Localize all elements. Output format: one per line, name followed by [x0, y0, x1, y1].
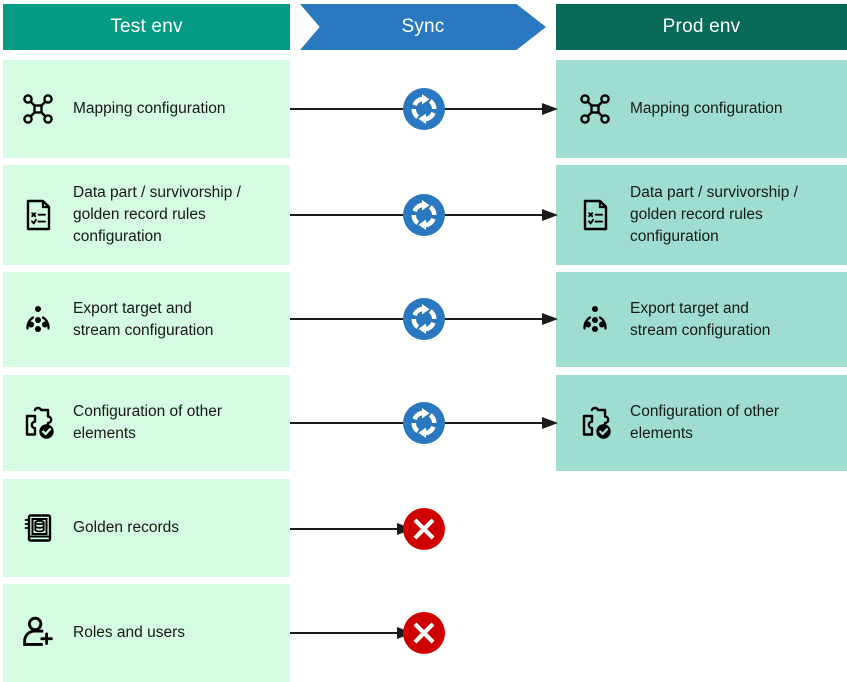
test-env-row-label: Data part / survivorship / golden record… [73, 184, 241, 245]
prod-env-row-label: Mapping configuration [630, 100, 783, 117]
prod-env-row: Data part / survivorship / golden record… [556, 165, 847, 265]
blocked-status-icon[interactable] [402, 507, 446, 551]
export-stream-icon [574, 299, 616, 341]
prod-env-row: Mapping configuration [556, 60, 847, 158]
export-stream-icon [17, 299, 59, 341]
column-header-test-env-label: Test env [110, 16, 183, 37]
prod-env-row: Export target and stream configuration [556, 272, 847, 367]
document-checklist-icon [574, 194, 616, 236]
add-user-icon [17, 612, 59, 654]
column-header-test-env: Test env [3, 4, 290, 50]
blocked-status-icon[interactable] [402, 611, 446, 655]
test-env-row: Golden records [3, 479, 290, 577]
sync-status-icon[interactable] [402, 401, 446, 445]
test-env-row: Configuration of other elements [3, 375, 290, 471]
sync-status-icon[interactable] [402, 87, 446, 131]
test-env-row-label: Configuration of other elements [73, 403, 223, 442]
test-env-row-label: Export target and stream configuration [73, 299, 214, 339]
record-book-icon [17, 507, 59, 549]
prod-env-row-label: Data part / survivorship / golden record… [630, 184, 798, 245]
column-header-prod-env: Prod env [556, 4, 847, 50]
test-env-row: Mapping configuration [3, 60, 290, 158]
test-env-row-label: Mapping configuration [73, 100, 226, 117]
sync-status-icon[interactable] [402, 297, 446, 341]
test-env-row: Roles and users [3, 584, 290, 682]
sync-status-icon[interactable] [402, 193, 446, 237]
column-header-sync-label: Sync [401, 16, 445, 37]
test-env-row-label: Roles and users [73, 624, 186, 641]
column-header-prod-env-label: Prod env [662, 16, 741, 37]
test-env-row-label: Golden records [73, 519, 179, 536]
node-graph-icon [17, 88, 59, 130]
test-env-row: Export target and stream configuration [3, 272, 290, 367]
prod-env-row-label: Export target and stream configuration [630, 299, 771, 339]
column-header-sync: Sync [300, 4, 546, 50]
test-env-row: Data part / survivorship / golden record… [3, 165, 290, 265]
prod-env-row-label: Configuration of other elements [630, 403, 780, 442]
puzzle-check-icon [17, 402, 59, 444]
node-graph-icon [574, 88, 616, 130]
puzzle-check-icon [574, 402, 616, 444]
document-checklist-icon [17, 194, 59, 236]
prod-env-row: Configuration of other elements [556, 375, 847, 471]
